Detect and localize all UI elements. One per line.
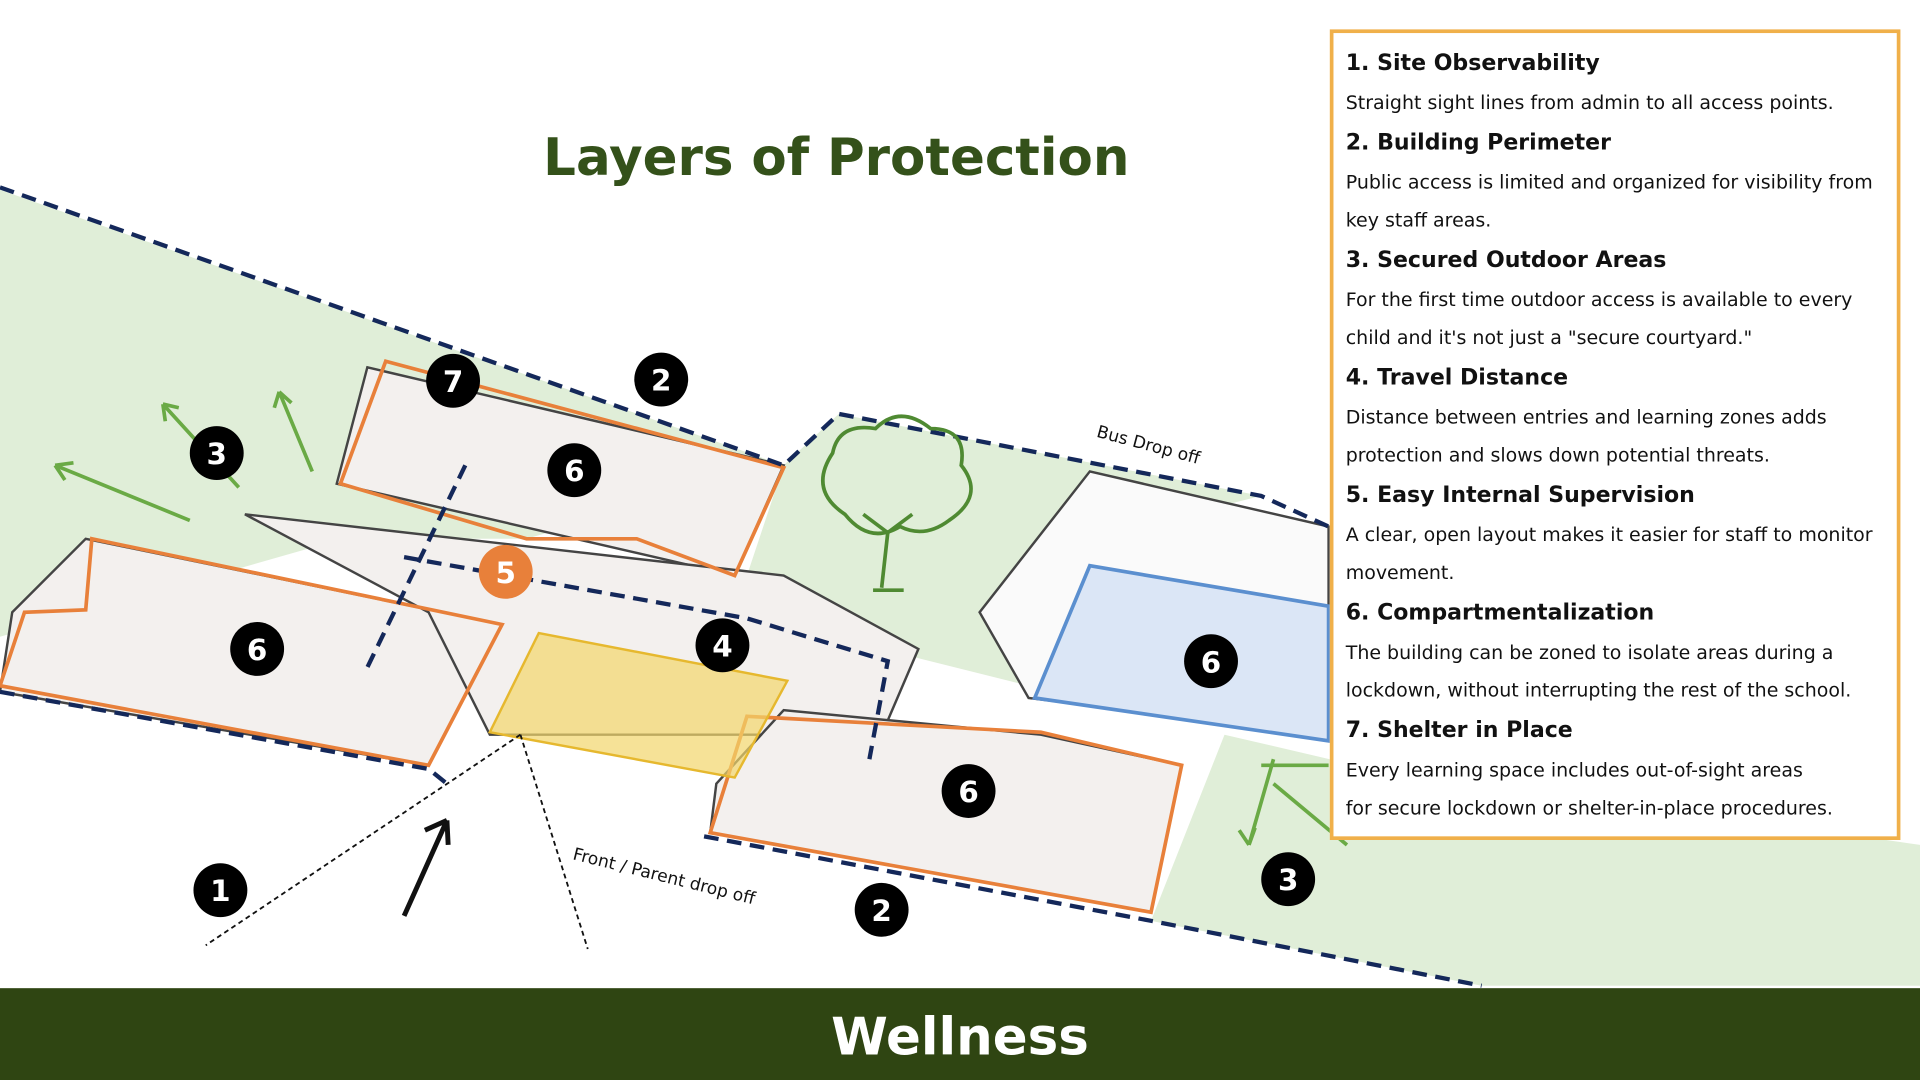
entry-arrow [401, 818, 451, 917]
perimeter-line [0, 185, 1483, 988]
map-markers: 7 2 3 6 5 6 4 6 6 1 2 3 [189, 352, 1316, 937]
marker-number: 1 [210, 874, 230, 908]
legend-text: movement. [1345, 562, 1455, 585]
legend-heading: 7. Shelter in Place [1345, 717, 1573, 744]
marker-number: 4 [712, 629, 732, 663]
marker-number: 2 [651, 364, 671, 398]
marker-circle [547, 443, 602, 498]
marker-6: 6 [941, 764, 996, 818]
legend-heading: 2. Building Perimeter [1345, 129, 1611, 156]
page-title: Layers of Protection [543, 127, 1130, 188]
marker-2: 2 [854, 882, 909, 937]
footer-banner: Wellness [0, 988, 1920, 1080]
legend-text: key staff areas. [1345, 209, 1492, 232]
zone-outlines [0, 359, 1184, 915]
marker-circle [1184, 634, 1238, 689]
legend-heading: 4. Travel Distance [1345, 364, 1569, 391]
marker-number: 3 [1278, 863, 1298, 897]
marker-circle [1261, 852, 1316, 907]
legend-text: Public access is limited and organized f… [1345, 171, 1873, 194]
legend-heading: 3. Secured Outdoor Areas [1345, 247, 1667, 274]
tree-icon [821, 414, 973, 593]
legend-text: for secure lockdown or shelter-in-place … [1345, 797, 1833, 820]
marker-number: 6 [958, 775, 978, 809]
legend-text: For the first time outdoor access is ava… [1345, 288, 1853, 312]
legend-heading: 1. Site Observability [1345, 50, 1600, 76]
marker-circle [941, 764, 996, 818]
legend-heading: 5. Easy Internal Supervision [1345, 482, 1695, 509]
marker-number: 6 [564, 454, 584, 488]
marker-1: 1 [193, 863, 248, 918]
marker-3: 3 [1261, 852, 1316, 907]
legend-text: The building can be zoned to isolate are… [1345, 641, 1834, 664]
legend-item: 5. Easy Internal Supervision A clear, ope… [1346, 475, 1897, 593]
marker-5: 5 [478, 544, 533, 599]
marker-circle [426, 353, 481, 408]
marker-circle [695, 618, 750, 673]
marker-circle [854, 882, 909, 937]
marker-4: 4 [695, 618, 750, 673]
marker-circle [189, 426, 244, 481]
legend-text: Every learning space includes out-of-sig… [1345, 759, 1803, 782]
sightline-arrows [205, 733, 589, 950]
marker-7: 7 [426, 353, 481, 408]
legend-text: Distance between entries and learning zo… [1345, 406, 1827, 429]
marker-number: 3 [207, 437, 227, 471]
marker-6: 6 [1184, 634, 1238, 689]
marker-circle [634, 352, 689, 407]
marker-3: 3 [189, 426, 244, 481]
marker-number: 6 [1201, 645, 1221, 679]
legend-text: Straight sight lines from admin to all a… [1345, 91, 1834, 114]
marker-number: 6 [247, 633, 267, 667]
marker-number: 5 [495, 556, 515, 590]
marker-circle [193, 863, 248, 918]
legend-text: protection and slows down potential thre… [1345, 444, 1770, 467]
marker-circle [230, 622, 285, 676]
marker-number: 2 [871, 894, 891, 928]
legend-text: A clear, open layout makes it easier for… [1345, 524, 1873, 547]
marker-number: 7 [443, 365, 463, 399]
legend-heading: 6. Compartmentalization [1345, 600, 1655, 626]
legend-text: child and it's not just a "secure courty… [1345, 326, 1753, 349]
marker-2: 2 [634, 352, 689, 407]
marker-6: 6 [547, 443, 602, 498]
legend-text: lockdown, without interrupting the rest … [1345, 679, 1852, 702]
marker-6: 6 [230, 622, 285, 676]
gym-zone [1032, 563, 1331, 743]
marker-circle [478, 544, 533, 599]
